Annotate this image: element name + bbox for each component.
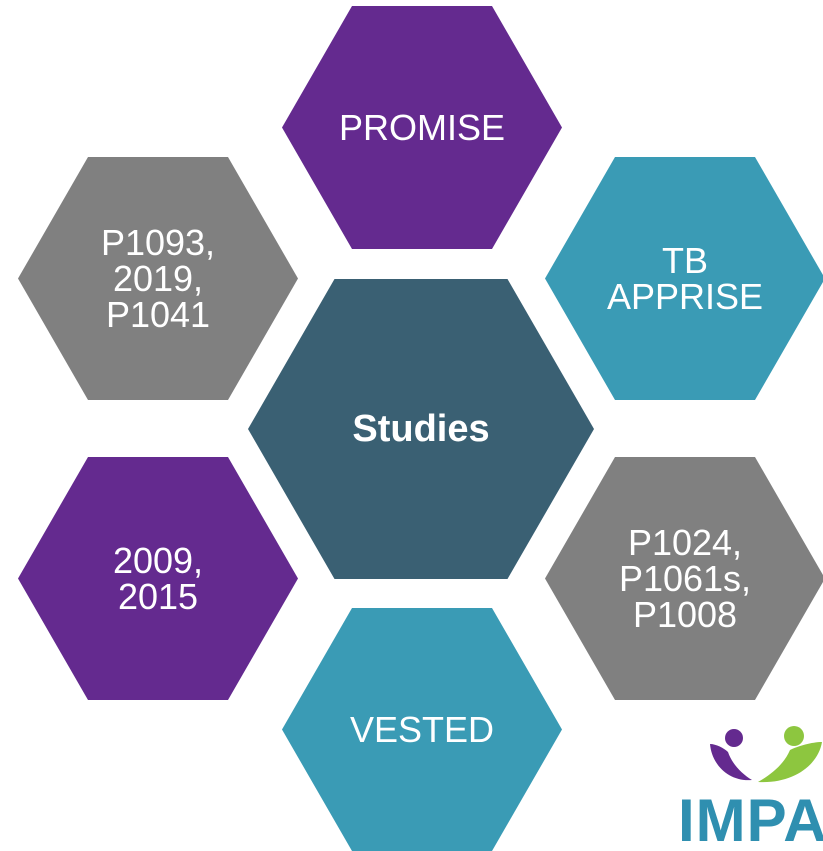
- logo-purple-body: [710, 744, 752, 781]
- logo-green-head: [784, 726, 804, 746]
- logo-wordmark: IMPAACT: [678, 787, 823, 851]
- hex-p1093-group-label: P1093, 2019, P1041: [100, 221, 216, 335]
- logo-green-body: [758, 742, 822, 783]
- logo-purple-head: [725, 729, 743, 747]
- hex-p1024-group: P1024, P1061s, P1008: [545, 457, 823, 700]
- hex-vested-label: VESTED: [349, 708, 495, 750]
- hex-studies-center: Studies: [248, 279, 594, 579]
- hex-2009-2015-label: 2009, 2015: [112, 539, 204, 617]
- hex-p1024-group-label: P1024, P1061s, P1008: [618, 521, 752, 635]
- impaact-logo: IMPAACT: [672, 722, 823, 851]
- hex-vested: VESTED: [282, 608, 562, 851]
- hex-tb-apprise-label: TB APPRISE: [606, 239, 764, 317]
- hex-promise: PROMISE: [282, 6, 562, 249]
- logo-figures-icon: [710, 726, 822, 783]
- hex-2009-2015: 2009, 2015: [18, 457, 298, 700]
- hex-p1093-group: P1093, 2019, P1041: [18, 157, 298, 400]
- hex-tb-apprise: TB APPRISE: [545, 157, 823, 400]
- hex-promise-label: PROMISE: [338, 106, 506, 148]
- hex-studies-center-label: Studies: [352, 408, 490, 450]
